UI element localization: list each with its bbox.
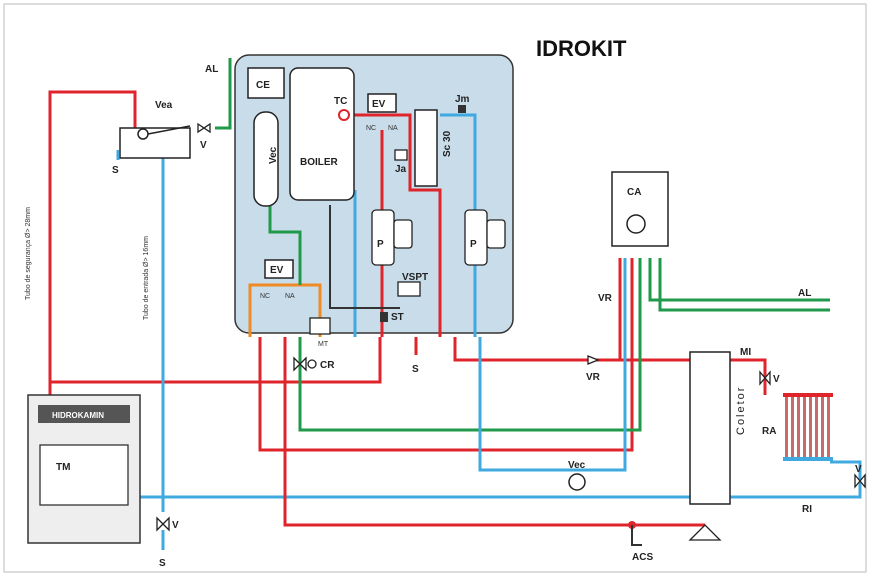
v-bottom-label: V — [172, 520, 179, 531]
jm-label: Jm — [455, 94, 470, 105]
vec-green — [268, 205, 302, 285]
ca-box — [611, 171, 669, 247]
mt-label: MT — [318, 341, 329, 348]
nc-low-label: NC — [260, 293, 270, 300]
ev-low-box — [264, 259, 294, 279]
ra-label: RA — [762, 426, 776, 437]
s-mid-label: S — [412, 364, 419, 375]
ja-label: Ja — [395, 164, 407, 175]
ri-label: RI — [802, 504, 812, 515]
v-mi-label: V — [773, 374, 780, 385]
valve-mi-icon — [759, 370, 771, 386]
ev-low-orange — [248, 283, 322, 337]
coletor-label: Coletor — [735, 386, 747, 435]
st-sensor — [380, 312, 388, 322]
v-top-label: V — [200, 140, 207, 151]
vec-tank-label: Vec — [268, 146, 279, 164]
green-loop-pipe — [298, 258, 642, 432]
pump-right-label: P — [470, 239, 477, 250]
mi-pipe — [730, 358, 767, 395]
pump-left-label: P — [377, 239, 384, 250]
mt-mixer — [309, 317, 331, 335]
al-top-label: AL — [205, 64, 218, 75]
vec-bottom-vessel — [568, 473, 586, 491]
vec-bottom-label: Vec — [568, 460, 586, 471]
hot-collector-pipe — [453, 337, 690, 362]
jm-vent-icon — [458, 105, 466, 113]
cr-valve-icon — [293, 356, 307, 372]
al-right-pipe-2 — [658, 258, 830, 312]
boiler-tank — [289, 67, 355, 201]
boiler-label: BOILER — [300, 157, 339, 168]
tc-label: TC — [334, 96, 347, 107]
vea-label: Vea — [155, 100, 173, 111]
vr-mid-icon — [587, 355, 600, 365]
s-bottom-label: S — [159, 558, 166, 569]
tc-sensor-icon — [338, 109, 350, 121]
vr-ca-label: VR — [598, 293, 613, 304]
cr-circle-icon — [307, 359, 317, 369]
na-top-label: NA — [388, 125, 398, 132]
ce-box — [247, 67, 285, 99]
tube-safety-label: Tubo de segurança Ø> 28mm — [25, 207, 32, 300]
internal-hot — [345, 113, 442, 337]
vea-float — [137, 128, 149, 140]
valve-ri-icon — [854, 473, 866, 489]
ce-label: CE — [256, 80, 270, 91]
sc30-label: Sc 30 — [442, 130, 453, 157]
frame — [3, 3, 867, 573]
pump-left-icon — [371, 209, 413, 266]
vea-lever — [147, 125, 191, 135]
ev-top-label: EV — [372, 99, 386, 110]
radiator-icon — [783, 393, 833, 461]
ri-pipe — [730, 460, 862, 499]
s-left-label: S — [112, 165, 119, 176]
ca-pump-icon — [626, 214, 646, 234]
vspt-valve — [397, 281, 421, 297]
safety-tube — [48, 90, 382, 384]
ja-box — [394, 149, 408, 161]
nc-top-label: NC — [366, 125, 376, 132]
valve-bottom-icon — [156, 516, 170, 532]
vr-mid-label: VR — [586, 372, 601, 383]
acs-pipe — [283, 337, 705, 527]
tm-window — [39, 444, 129, 506]
al-right-label: AL — [798, 288, 811, 299]
tube-supply-label: Tubo de entrada Ø> 16mm — [143, 236, 150, 320]
acs-label: ACS — [632, 552, 653, 563]
pump-right-icon — [464, 209, 506, 266]
st-label: ST — [391, 312, 404, 323]
cold-ca-pipe — [478, 258, 627, 472]
acs-tap-pipe — [631, 525, 642, 546]
al-top-pipe — [215, 58, 232, 130]
valve-v-top-icon — [197, 122, 211, 134]
v-ri-label: V — [855, 464, 862, 475]
na-low-label: NA — [285, 293, 295, 300]
vspt-label: VSPT — [402, 272, 428, 283]
hot-ca-pipe — [258, 258, 634, 452]
coletor-box — [689, 351, 731, 505]
mi-label: MI — [740, 347, 751, 358]
tm-brand-label: HIDROKAMIN — [52, 411, 104, 420]
al-right-pipe — [648, 258, 830, 302]
internal-black — [329, 205, 400, 309]
vec-tank — [253, 111, 279, 207]
ev-low-label: EV — [270, 265, 284, 276]
shower-icon — [688, 524, 722, 541]
cr-label: CR — [320, 360, 335, 371]
tm-brand-plate — [38, 405, 130, 423]
ev-top-box — [367, 93, 397, 113]
title: IDROKIT — [536, 36, 627, 61]
tm-label: TM — [56, 462, 70, 473]
sc30-box — [414, 109, 438, 187]
ca-label: CA — [627, 187, 641, 198]
